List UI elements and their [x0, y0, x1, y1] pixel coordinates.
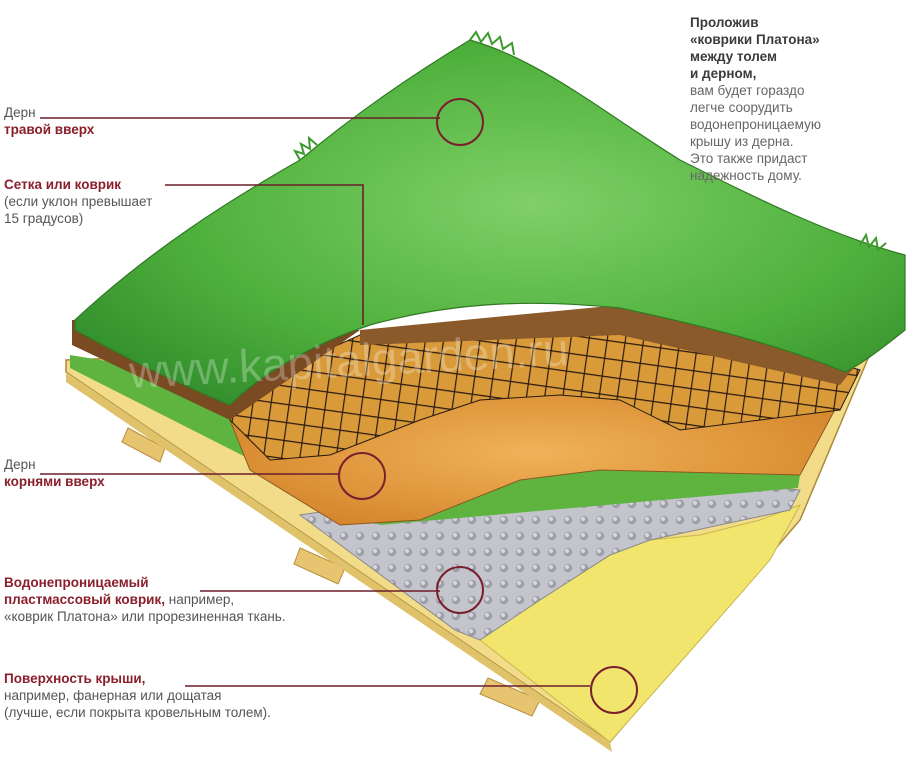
label-membrane-line2b: например,	[165, 592, 235, 607]
label-roof-surface: Поверхность крыши, например, фанерная ил…	[4, 670, 271, 721]
label-roof-surface-line2: например, фанерная или дощатая	[4, 688, 222, 703]
marker-membrane	[436, 566, 484, 614]
label-mesh-line3: 15 градусов)	[4, 211, 84, 226]
note-bold-2: «коврики Платона»	[690, 32, 820, 47]
label-membrane-line3: «коврик Платона» или прорезиненная ткань…	[4, 609, 286, 624]
note-plain-2: легче соорудить	[690, 100, 793, 115]
label-roots-up-line2: корнями вверх	[4, 474, 105, 489]
grass-top-layer	[74, 39, 906, 406]
note-plain-4: крышу из дерна.	[690, 134, 794, 149]
label-grass-up-line1: Дерн	[4, 105, 36, 120]
pointer-lines	[40, 117, 590, 687]
note-plain-1: вам будет гораздо	[690, 83, 805, 98]
wooden-supports	[121, 427, 541, 717]
label-membrane-line2-wrap: пластмассовый коврик, например,	[4, 591, 286, 608]
label-roof-surface-line3: (лучше, если покрыта кровельным толем).	[4, 705, 271, 720]
note-bold-1: Проложив	[690, 15, 759, 30]
note-bold-4: и дерном,	[690, 66, 757, 81]
label-membrane: Водонепроницаемый пластмассовый коврик, …	[4, 574, 286, 625]
label-membrane-line2: пластмассовый коврик,	[4, 592, 165, 607]
label-roots-up: Дерн корнями вверх	[4, 456, 105, 490]
label-mesh-line2: (если уклон превышает	[4, 194, 153, 209]
label-mesh-line1: Сетка или коврик	[4, 177, 122, 192]
marker-circles	[338, 98, 638, 714]
label-grass-up: Дерн травой вверх	[4, 104, 94, 138]
marker-grass	[436, 98, 484, 146]
label-grass-up-line2: травой вверх	[4, 122, 95, 137]
side-note: Проложив «коврики Платона» между толем и…	[690, 14, 900, 184]
label-membrane-line1: Водонепроницаемый	[4, 575, 149, 590]
label-roof-surface-line1: Поверхность крыши,	[4, 671, 146, 686]
marker-soil	[338, 452, 386, 500]
note-plain-3: водонепроницаемую	[690, 117, 821, 132]
note-plain-6: надежность дому.	[690, 168, 802, 183]
marker-roof	[590, 666, 638, 714]
note-bold-3: между толем	[690, 49, 777, 64]
note-plain-5: Это также придаст	[690, 151, 808, 166]
label-roots-up-line1: Дерн	[4, 457, 36, 472]
label-mesh: Сетка или коврик (если уклон превышает 1…	[4, 176, 152, 227]
